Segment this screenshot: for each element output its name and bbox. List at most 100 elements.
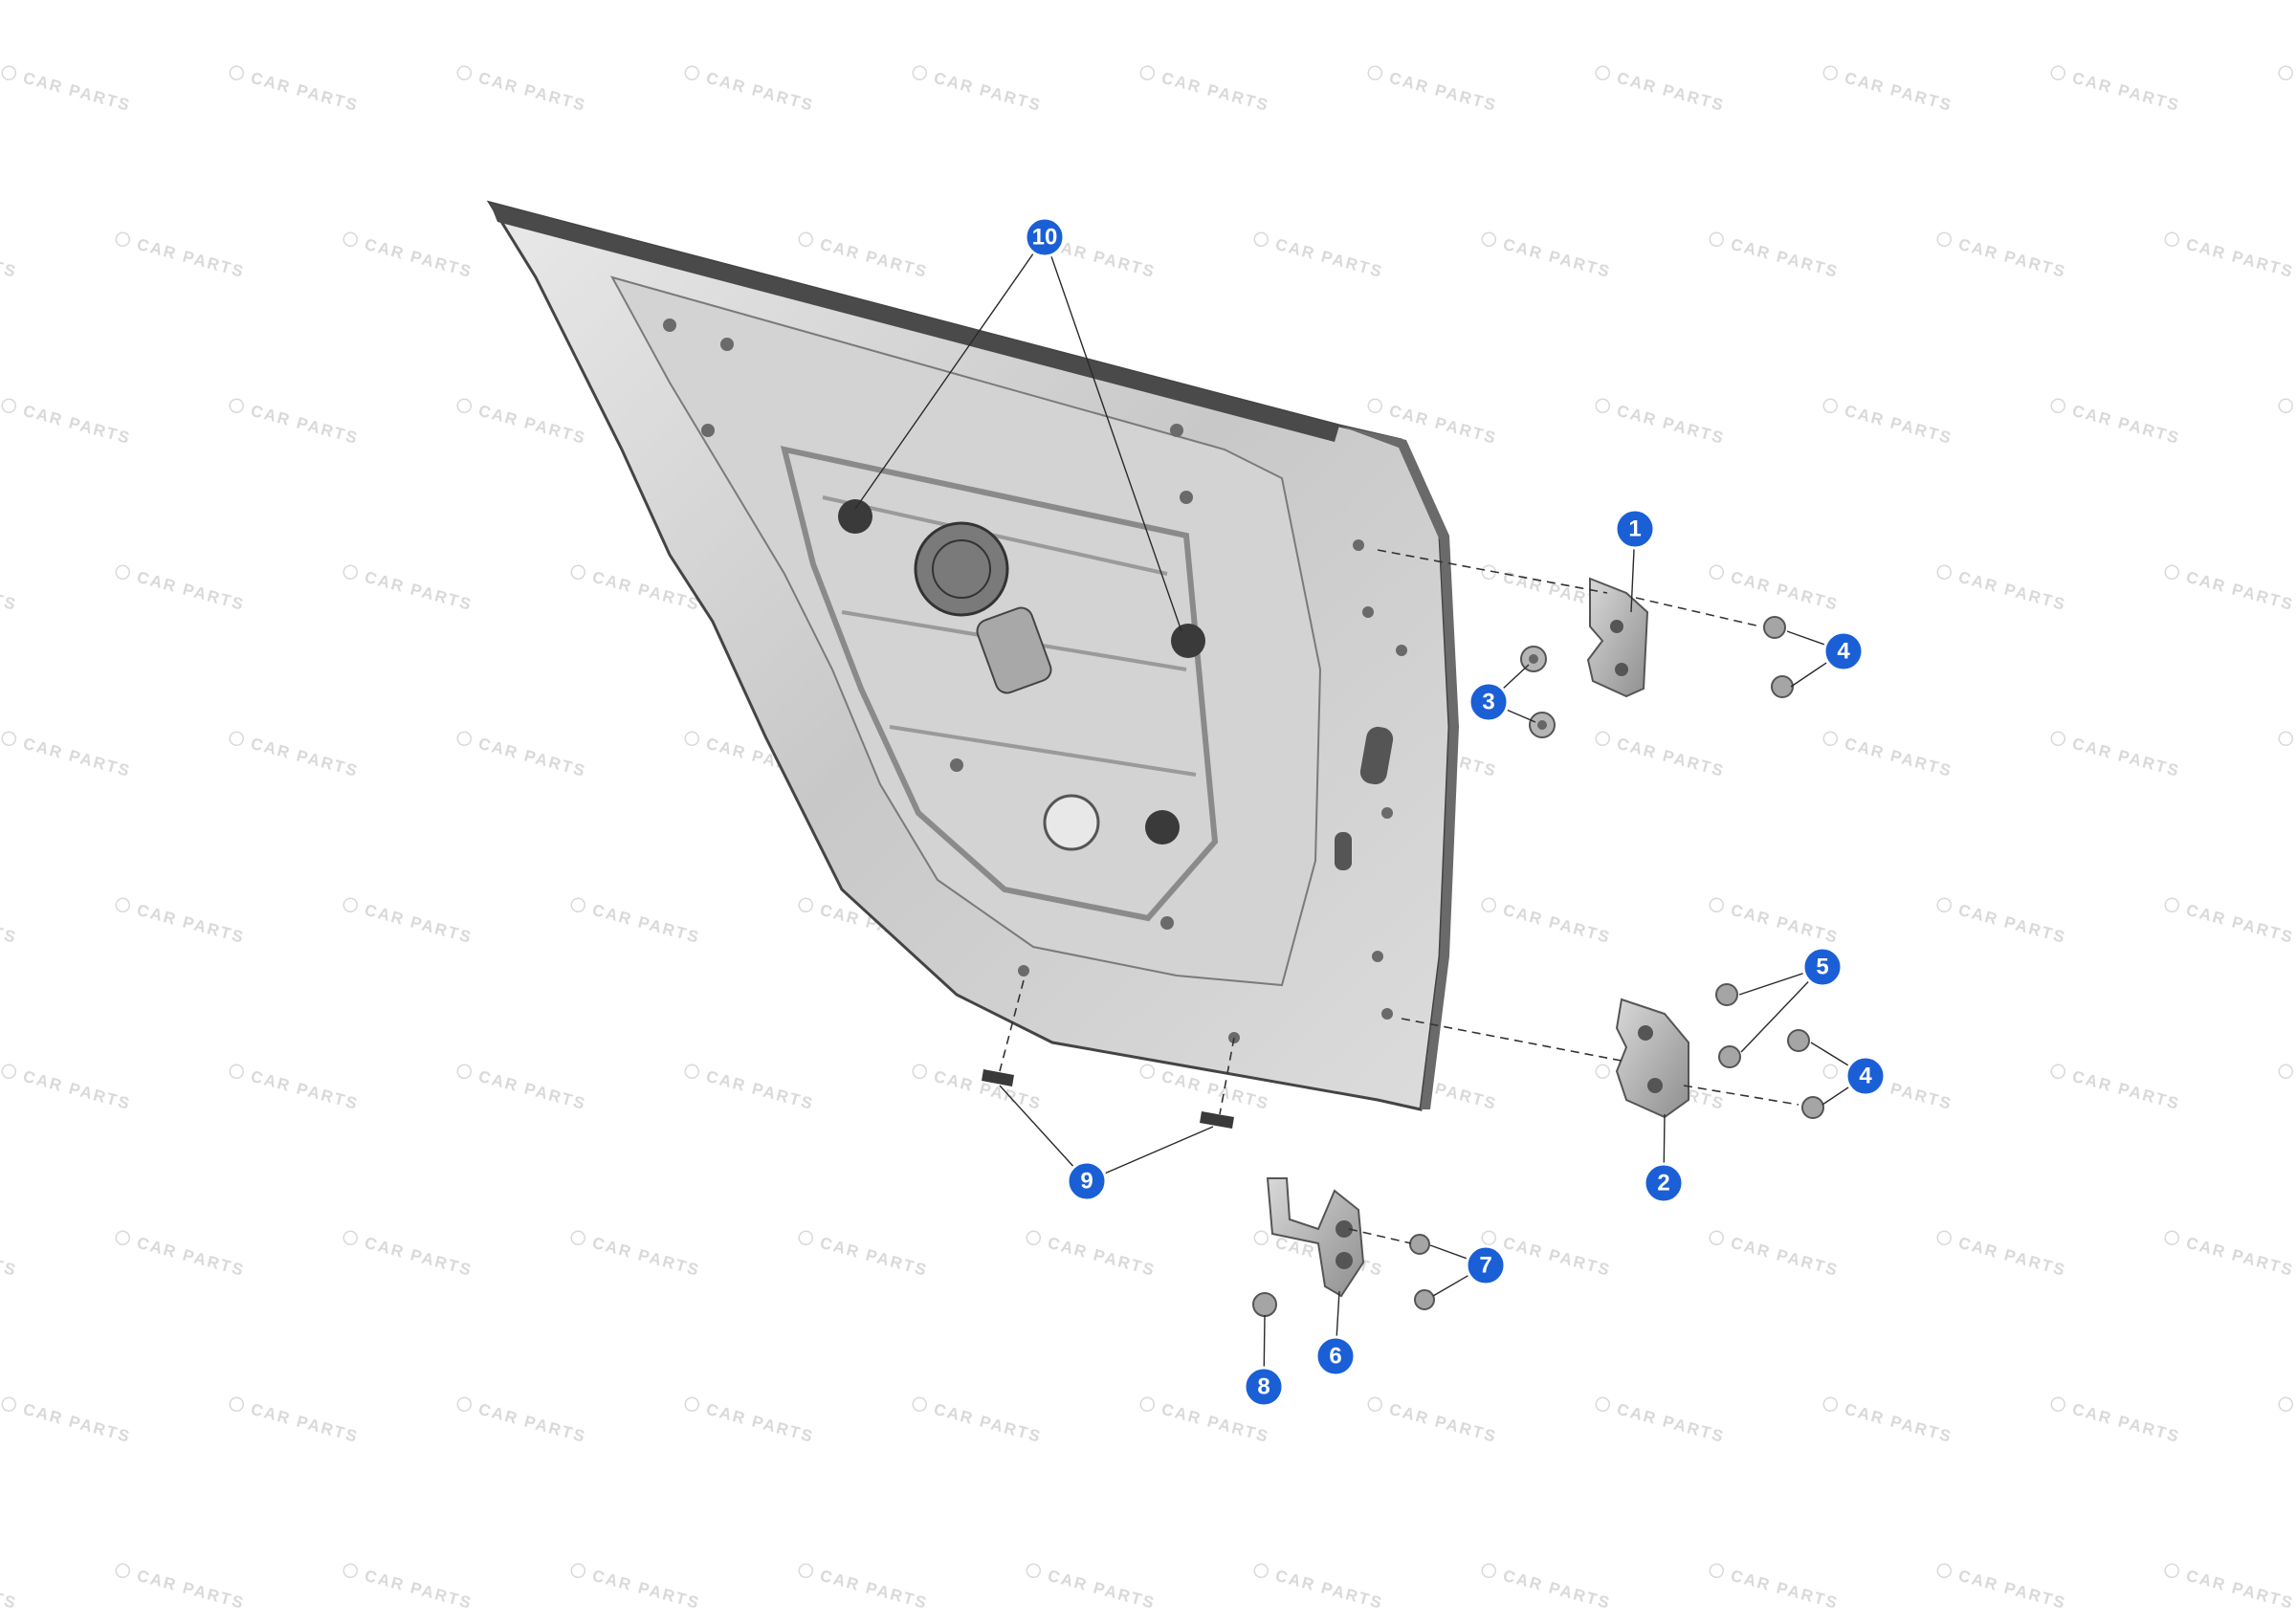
callout-3: 3 (1468, 681, 1510, 723)
watermark-text: CAR PARTS (590, 901, 702, 947)
car-parts-logo-icon (684, 65, 700, 81)
watermark-text: CAR PARTS (249, 735, 361, 780)
car-parts-logo-icon (229, 65, 245, 81)
watermark: CAR PARTS (229, 65, 361, 115)
car-parts-logo-icon (684, 1064, 700, 1080)
car-parts-logo-icon (115, 1230, 131, 1246)
watermark: CAR PARTS (912, 65, 1044, 115)
watermark: CAR PARTS (1, 65, 133, 115)
callout-9: 9 (1066, 1160, 1108, 1202)
watermark: CAR PARTS (1936, 897, 2068, 947)
car-parts-logo-icon (1, 398, 17, 414)
door-check-strap (1266, 1177, 1365, 1298)
window-regulator-motor (914, 521, 1052, 694)
watermark: CAR PARTS (1, 398, 133, 448)
watermark-text: CAR PARTS (249, 402, 361, 448)
watermark-text: CAR PARTS (1615, 735, 1727, 780)
watermark: CAR PARTS (1822, 398, 1954, 448)
watermark: CAR PARTS (456, 731, 588, 780)
watermark-text: CAR PARTS (363, 568, 475, 614)
car-parts-logo-icon (342, 231, 359, 248)
watermark: CAR PARTS (2278, 398, 2294, 414)
watermark: CAR PARTS (1481, 897, 1613, 947)
watermark-text: CAR PARTS (1501, 235, 1613, 281)
watermark-text: CAR PARTS (1387, 1400, 1499, 1446)
car-parts-logo-icon (115, 564, 131, 581)
car-parts-logo-icon (1026, 1230, 1042, 1246)
watermark-text: CAR PARTS (2184, 901, 2296, 947)
watermark-text: CAR PARTS (1843, 402, 1954, 448)
callout-10: 10 (1024, 216, 1066, 258)
car-parts-logo-icon (115, 231, 131, 248)
watermark: CAR PARTS (456, 1396, 588, 1446)
watermark: CAR PARTS (684, 1064, 816, 1113)
watermark: CAR PARTS (912, 1064, 1044, 1113)
watermark: CAR PARTS (0, 1234, 19, 1280)
car-parts-logo-icon (684, 1396, 700, 1413)
watermark-text: CAR PARTS (1159, 69, 1271, 115)
callout-marker (1614, 508, 1656, 550)
car-parts-logo-icon (570, 1230, 586, 1246)
car-parts-logo-icon (2050, 731, 2066, 747)
car-parts-logo-icon (1026, 1563, 1042, 1579)
car-parts-logo-icon (456, 1064, 473, 1080)
watermark: CAR PARTS (2164, 897, 2296, 947)
bolts (1252, 616, 1824, 1317)
watermark: CAR PARTS (1709, 1563, 1841, 1613)
watermark-text: CAR PARTS (363, 235, 475, 281)
watermark: CAR PARTS (1367, 1396, 1499, 1446)
watermark: CAR PARTS (0, 901, 19, 947)
car-parts-logo-icon (1139, 65, 1156, 81)
watermark: CAR PARTS (2164, 231, 2296, 281)
callout-label: 6 (1329, 1344, 1341, 1370)
watermark-text: CAR PARTS (704, 69, 816, 115)
callout-marker (1643, 1162, 1685, 1204)
watermark: CAR PARTS (798, 1230, 930, 1280)
watermark-text: CAR PARTS (135, 235, 247, 281)
car-parts-logo-icon (798, 231, 814, 248)
watermark-text: CAR PARTS (363, 901, 475, 947)
leader-lines (854, 236, 1866, 1388)
watermark-text: CAR PARTS (21, 735, 133, 780)
watermark: CAR PARTS (1595, 65, 1727, 115)
car-parts-logo-icon (115, 1563, 131, 1579)
watermark-text: CAR PARTS (21, 1067, 133, 1113)
car-parts-logo-icon (115, 897, 131, 913)
car-parts-logo-icon (1936, 1230, 1953, 1246)
watermark: CAR PARTS (1936, 1563, 2068, 1613)
watermark: CAR PARTS (1709, 1230, 1841, 1280)
watermark-text: CAR PARTS (2070, 69, 2182, 115)
car-parts-logo-icon (1367, 398, 1383, 414)
upper-hinge (1586, 577, 1649, 698)
watermark: CAR PARTS (1595, 731, 1727, 780)
watermark-text: CAR PARTS (0, 1234, 19, 1280)
car-parts-logo-icon (1936, 897, 1953, 913)
car-parts-logo-icon (1709, 564, 1725, 581)
watermark: CAR PARTS (1595, 1396, 1727, 1446)
washers (1520, 646, 1556, 738)
car-parts-logo-icon (229, 1396, 245, 1413)
watermark-text: CAR PARTS (1615, 69, 1727, 115)
watermark: CAR PARTS (1709, 231, 1841, 281)
watermark: CAR PARTS (684, 1396, 816, 1446)
watermark-text: CAR PARTS (135, 901, 247, 947)
car-parts-logo-icon (1822, 65, 1839, 81)
car-parts-logo-icon (1822, 1064, 1839, 1080)
watermark-text: CAR PARTS (2184, 1234, 2296, 1280)
car-parts-logo-icon (1595, 1064, 1611, 1080)
callout-marker (1822, 630, 1865, 672)
watermark-text: CAR PARTS (0, 235, 19, 281)
watermark-text: CAR PARTS (0, 568, 19, 614)
watermark-text: CAR PARTS (818, 1567, 930, 1613)
car-parts-logo-icon (1253, 1563, 1269, 1579)
callout-4-lower: 4 (1844, 1055, 1887, 1097)
watermark: CAR PARTS (229, 731, 361, 780)
watermark: CAR PARTS (342, 231, 475, 281)
watermark-text: CAR PARTS (2184, 1567, 2296, 1613)
callout-marker (1243, 1366, 1285, 1408)
callout-label: 1 (1628, 516, 1641, 542)
watermark: CAR PARTS (2278, 65, 2294, 81)
watermark-text: CAR PARTS (1843, 1400, 1954, 1446)
car-parts-logo-icon (456, 65, 473, 81)
car-parts-logo-icon (1936, 564, 1953, 581)
